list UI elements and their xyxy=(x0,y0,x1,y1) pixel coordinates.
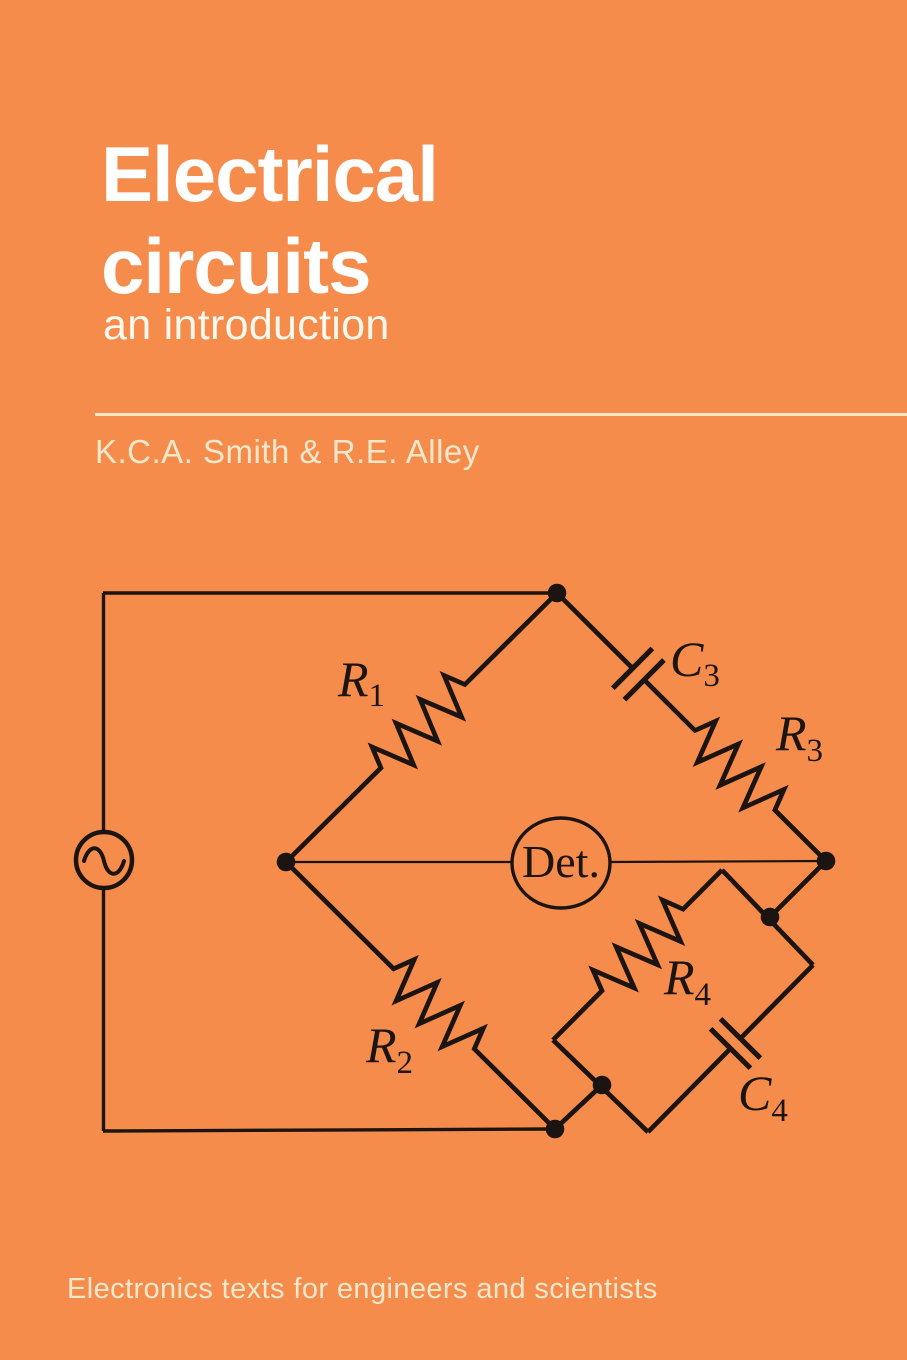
divider-rule xyxy=(95,413,907,416)
book-subtitle: an introduction xyxy=(103,301,390,349)
resistor-r4-symbol xyxy=(551,868,724,1042)
resistor-r3-symbol xyxy=(642,678,828,863)
detector-wire xyxy=(286,859,827,864)
label-r1: R1 xyxy=(337,651,385,714)
label-detector: Det. xyxy=(522,836,600,887)
label-r4: R4 xyxy=(663,949,711,1013)
wire-outer-loop xyxy=(101,591,557,1133)
label-c4: C4 xyxy=(738,1065,788,1129)
series-title: Electronics texts for engineers and scie… xyxy=(67,1273,658,1305)
label-r3: R3 xyxy=(775,705,823,769)
book-authors: K.C.A. Smith & R.E. Alley xyxy=(95,433,480,470)
title-line-2: circuits xyxy=(101,222,371,310)
circuit-labels: R1 C3 R3 R2 R4 C4 Det. xyxy=(337,631,823,1129)
label-c3: C3 xyxy=(670,631,720,694)
detector-symbol xyxy=(510,816,612,910)
book-title: Electrical circuits xyxy=(101,128,439,312)
resistor-r1-symbol xyxy=(284,591,559,864)
resistor-r2-symbol xyxy=(284,860,557,1131)
capacitor-c4-symbol xyxy=(646,963,815,1134)
title-line-1: Electrical xyxy=(101,130,439,218)
label-r2: R2 xyxy=(365,1017,413,1081)
ac-source-icon xyxy=(73,829,135,891)
capacitor-c3-symbol xyxy=(555,591,666,702)
junction-dots xyxy=(276,583,836,1139)
